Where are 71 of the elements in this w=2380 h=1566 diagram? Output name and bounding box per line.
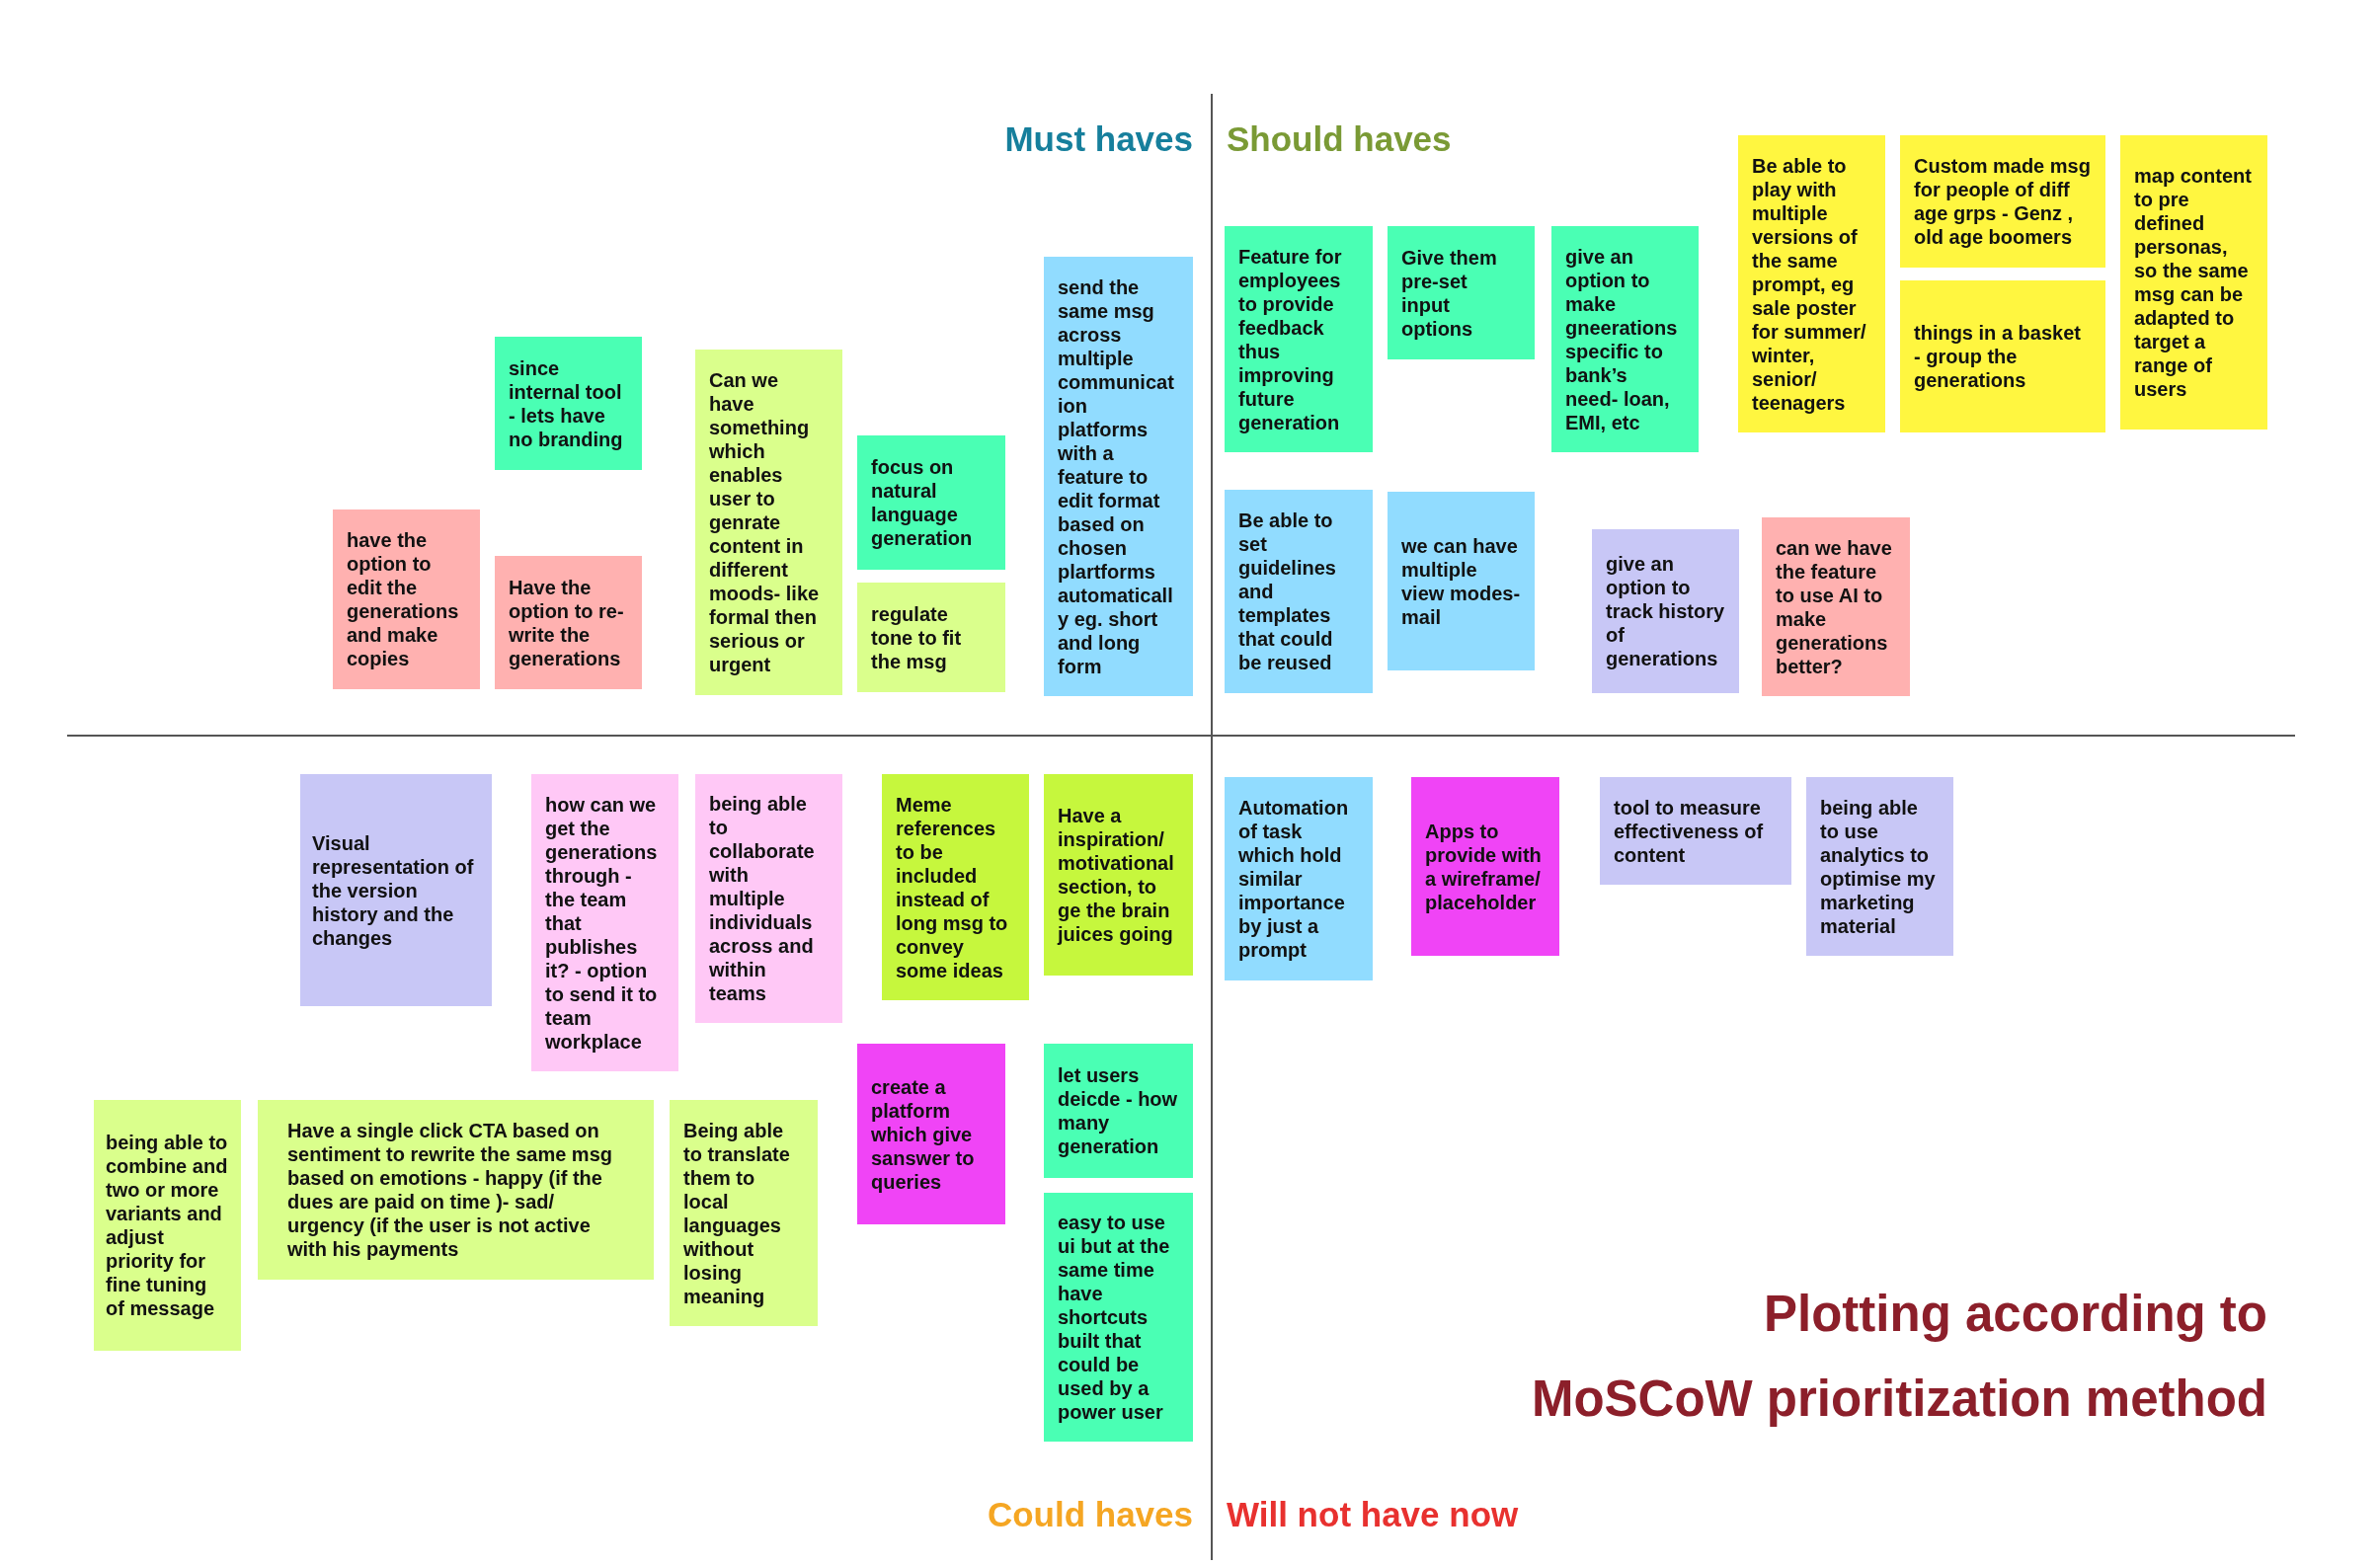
sticky-note	[695, 350, 842, 695]
note-text: Feature for employees to provide feedback thus improving future generation	[1238, 244, 1343, 434]
note-text: give an option to track history of generations	[1606, 552, 1725, 670]
note-text: being able to combine and two or more variants and adjust priority for fine tuning of message	[106, 1131, 229, 1320]
sticky-note	[1411, 777, 1559, 956]
quadrant-heading: Could haves	[987, 1494, 1193, 1535]
note-text: since internal tool - lets have no branding	[509, 355, 624, 451]
note-text: Visual representation of the version history and the changes	[312, 830, 475, 950]
note-text: can we have the feature to use AI to make generations better?	[1776, 535, 1893, 678]
note-text: Be able to set guidelines and templates that could be reused	[1238, 509, 1337, 674]
sticky-note	[882, 774, 1029, 1000]
note-text: map content to pre defined personas, so the same msg can be adapted to target a range of users	[2134, 164, 2253, 401]
sticky-note	[1225, 226, 1373, 452]
note-text: being able to use analytics to optimise my marketing material	[1820, 795, 1937, 938]
note-text: Have a inspiration/ motivational section, to ge the brain juices going	[1058, 804, 1175, 946]
sticky-note	[1044, 1044, 1193, 1178]
note-text: being able to collaborate with multiple individuals across and within teams	[709, 792, 816, 1005]
note-text: let users deicde - how many generation	[1058, 1063, 1179, 1158]
note-text: Have a single click CTA based on sentiment to rewrite the same msg based on emotions - happy (if the dues are paid on time )- sad/ urgency (if the user is not active with his payments	[287, 1119, 613, 1261]
note-text: give an option to make gneerations specific to bank’s need- loan, EMI, etc	[1565, 244, 1679, 434]
sticky-note	[1900, 135, 2105, 268]
note-text: we can have multiple view modes- mail	[1401, 533, 1521, 629]
sticky-note	[531, 774, 678, 1071]
note-text: send the same msg across multiple communication platforms with a feature to edit format based on chosen plartforms automatically eg. short and long form	[1058, 274, 1175, 678]
note-text: Being able to translate them to local languages without losing meaning	[683, 1118, 791, 1308]
note-text: focus on natural language generation	[871, 455, 974, 550]
sticky-note	[333, 509, 480, 689]
note-text: easy to use ui but at the same time have shortcuts built that could be used by a power user	[1058, 1211, 1171, 1424]
note-text: have the option to edit the generations and make copies	[347, 528, 460, 670]
sticky-note	[1388, 226, 1535, 359]
quadrant-heading: Must haves	[1004, 118, 1193, 160]
note-text: things in a basket - group the generations	[1914, 321, 2082, 392]
sticky-note	[857, 1044, 1005, 1224]
note-text: Automation of task which hold similar importance by just a prompt	[1238, 796, 1350, 962]
sticky-note	[495, 556, 642, 689]
sticky-note	[857, 435, 1005, 570]
sticky-note	[300, 774, 492, 1006]
sticky-note	[1225, 777, 1373, 980]
note-text: Give them pre-set input options	[1401, 245, 1498, 341]
note-text: Meme references to be included instead of long msg to convey some ideas	[896, 792, 1009, 982]
sticky-note	[670, 1100, 818, 1326]
note-text: Apps to provide with a wireframe/ placeholder	[1425, 819, 1543, 914]
quadrant-heading: Will not have now	[1227, 1494, 1519, 1535]
sticky-note	[1600, 777, 1791, 885]
sticky-note	[1044, 774, 1193, 976]
title: Plotting according to MoSCoW prioritization method	[1531, 1285, 2267, 1429]
note-text: Be able to play with multiple versions of the same prompt, eg sale poster for summer/ winter, senior/ teenagers	[1752, 153, 1867, 415]
sticky-note	[1592, 529, 1739, 693]
sticky-note	[2120, 135, 2267, 430]
sticky-note	[1551, 226, 1699, 452]
sticky-note	[1762, 517, 1910, 696]
sticky-note	[1806, 777, 1953, 956]
note-text: create a platform which give sanswer to queries	[871, 1074, 976, 1194]
sticky-note	[1044, 1193, 1193, 1442]
sticky-note	[94, 1100, 241, 1351]
note-text: regulate tone to fit the msg	[871, 601, 963, 673]
quadrant-heading: Should haves	[1227, 118, 1452, 160]
sticky-note	[1738, 135, 1885, 432]
note-text: how can we get the generations through - the team that publishes it? - option to send it to team workplace	[545, 792, 659, 1054]
sticky-note	[495, 337, 642, 470]
sticky-note	[1225, 490, 1373, 693]
note-text: Can we have something which enables user to genrate content in different moods- like formal then serious or urgent	[709, 368, 821, 676]
sticky-note	[1900, 280, 2105, 432]
note-text: Custom made msg for people of diff age grps - Genz , old age boomers	[1914, 154, 2092, 249]
note-text: Have the option to re-write the generations	[509, 575, 625, 670]
note-text: tool to measure effectiveness of content	[1614, 795, 1765, 867]
sticky-note	[857, 583, 1005, 692]
sticky-note	[258, 1100, 654, 1280]
sticky-note	[695, 774, 842, 1023]
sticky-note	[1388, 492, 1535, 670]
sticky-note	[1044, 257, 1193, 696]
